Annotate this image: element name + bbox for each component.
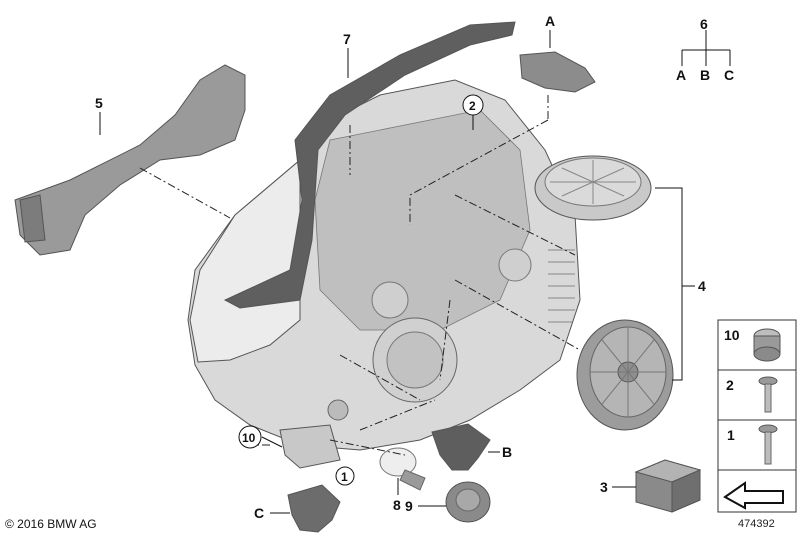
cover-lower bbox=[576, 319, 674, 431]
box-part-3 bbox=[634, 459, 702, 513]
legend-label-10: 10 bbox=[724, 327, 740, 343]
label-10: 10 bbox=[242, 431, 256, 445]
cover-upper bbox=[534, 155, 652, 221]
label-4: 4 bbox=[698, 278, 706, 294]
headlight-housing bbox=[187, 79, 581, 469]
small-parts-legend: 10 2 1 bbox=[717, 319, 797, 513]
clip-part-a bbox=[519, 51, 596, 93]
legend-box-1 bbox=[717, 419, 797, 471]
label-a: A bbox=[545, 13, 555, 29]
pad-part-c bbox=[287, 484, 341, 533]
bracket-part-5 bbox=[14, 64, 246, 256]
bulb-part-8 bbox=[379, 447, 426, 491]
socket-part-9 bbox=[445, 481, 491, 523]
label-leaders bbox=[99, 30, 731, 514]
label-b: B bbox=[502, 444, 512, 460]
seal-strip bbox=[223, 21, 516, 309]
legend-label-1: 1 bbox=[727, 427, 735, 443]
assembly-leader-lines bbox=[139, 95, 581, 456]
label-6: 6 bbox=[700, 16, 708, 32]
legend-box-2 bbox=[717, 369, 797, 421]
label-2: 2 bbox=[469, 99, 476, 113]
label-9: 9 bbox=[405, 498, 413, 514]
callout-circle-10 bbox=[238, 425, 262, 449]
label-3: 3 bbox=[600, 479, 608, 495]
label-5: 5 bbox=[95, 95, 103, 111]
callout-circle-1 bbox=[335, 466, 355, 486]
callout-circle-2 bbox=[462, 94, 484, 116]
tree-label-a: A bbox=[676, 67, 686, 83]
label-7: 7 bbox=[343, 31, 351, 47]
nut-icon bbox=[753, 328, 781, 362]
tree-label-b: B bbox=[700, 67, 710, 83]
legend-label-2: 2 bbox=[726, 377, 734, 393]
pad-part-b bbox=[431, 423, 491, 471]
arrow-icon bbox=[723, 481, 784, 510]
label-c: C bbox=[254, 505, 264, 521]
copyright-text: © 2016 BMW AG bbox=[5, 517, 97, 531]
callout-labels: 5 7 A 2 6 A B C 4 10 1 B C 8 9 3 bbox=[95, 13, 734, 521]
screw-icon-2 bbox=[758, 376, 778, 413]
screw-icon-1 bbox=[758, 424, 778, 465]
tree-label-c: C bbox=[724, 67, 734, 83]
reference-number: 474392 bbox=[738, 518, 775, 530]
label-8: 8 bbox=[393, 497, 401, 513]
label-1: 1 bbox=[341, 470, 348, 484]
